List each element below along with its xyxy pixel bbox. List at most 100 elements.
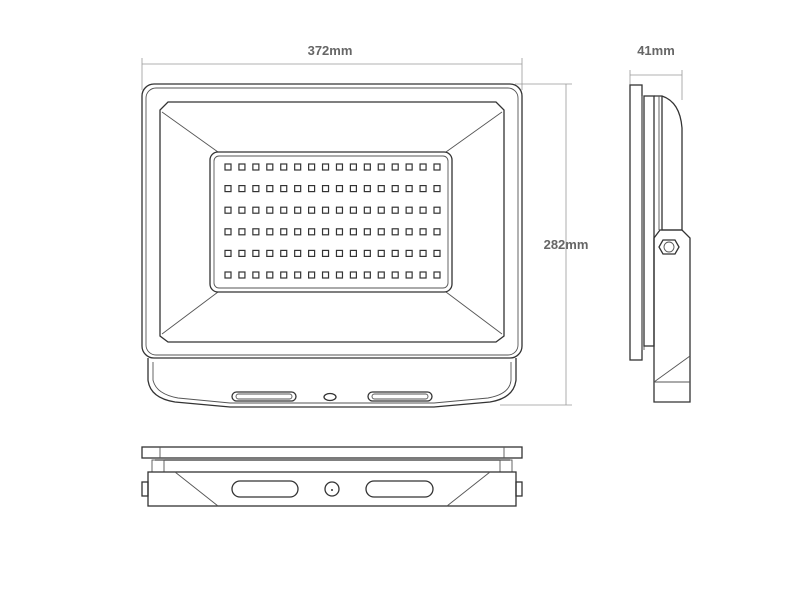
led-chip (349, 249, 357, 257)
led-chip (377, 163, 385, 171)
led-chip (419, 228, 427, 236)
vent-slot-right (365, 480, 434, 498)
led-chip (377, 249, 385, 257)
led-chip (405, 271, 413, 279)
led-chip (363, 271, 371, 279)
led-chip (377, 228, 385, 236)
led-chip (377, 185, 385, 193)
height-dimension: 282mm (500, 83, 589, 406)
led-chip (238, 163, 246, 171)
bracket-bolt-left (141, 481, 149, 497)
led-chip (419, 206, 427, 214)
led-chip (252, 228, 260, 236)
led-chip (433, 228, 441, 236)
led-chip (224, 249, 232, 257)
led-chip (349, 271, 357, 279)
bottom-view (141, 446, 523, 507)
led-chip (321, 163, 330, 171)
led-chip (433, 163, 441, 171)
led-chip (419, 163, 427, 171)
led-chip (266, 271, 274, 279)
led-chip (224, 185, 232, 193)
led-chip (349, 163, 357, 171)
led-chip (391, 271, 399, 279)
led-chip (433, 249, 441, 257)
led-array (224, 163, 441, 279)
led-chip (280, 185, 288, 193)
led-chip (294, 206, 302, 214)
led-chip (433, 271, 441, 279)
led-chip (308, 206, 316, 214)
led-chip (266, 228, 274, 236)
height-label: 282mm (544, 237, 589, 252)
led-chip (238, 206, 246, 214)
bracket-bolt-right (515, 481, 523, 497)
led-chip (266, 249, 274, 257)
led-chip (321, 249, 330, 257)
led-chip (280, 163, 288, 171)
led-chip (391, 185, 399, 193)
outer-frame (141, 83, 523, 359)
led-chip (405, 228, 413, 236)
led-chip (321, 206, 330, 214)
side-view (629, 84, 691, 403)
width-dimension: 372mm (141, 43, 523, 90)
led-chip (266, 206, 274, 214)
cable-gland (324, 481, 340, 497)
led-chip (433, 206, 441, 214)
led-chip (294, 185, 302, 193)
led-chip (335, 206, 344, 214)
led-chip (391, 163, 399, 171)
bottom-slots (231, 391, 433, 402)
led-chip (280, 206, 288, 214)
led-chip (308, 271, 316, 279)
led-chip (224, 163, 232, 171)
mounting-bracket (653, 229, 691, 403)
led-chip (252, 249, 260, 257)
led-chip (238, 271, 246, 279)
led-chip (363, 206, 371, 214)
bottom-housing (147, 358, 517, 408)
led-chip (308, 228, 316, 236)
led-chip (335, 228, 344, 236)
led-panel (209, 151, 453, 293)
led-chip (405, 249, 413, 257)
led-chip (224, 271, 232, 279)
led-chip (335, 249, 344, 257)
led-chip (280, 228, 288, 236)
led-chip (266, 185, 274, 193)
front-plate (629, 84, 643, 361)
reflector-bevel (159, 101, 505, 343)
led-chip (419, 249, 427, 257)
led-chip (419, 271, 427, 279)
depth-dimension: 41mm (629, 43, 683, 100)
led-chip (252, 185, 260, 193)
led-chip (349, 185, 357, 193)
led-chip (391, 249, 399, 257)
hex-bolt-icon (658, 239, 680, 255)
led-chip (321, 228, 330, 236)
led-chip (308, 249, 316, 257)
led-chip (419, 185, 427, 193)
led-chip (377, 271, 385, 279)
led-chip (335, 185, 344, 193)
led-chip (224, 228, 232, 236)
led-chip (321, 185, 330, 193)
led-chip (321, 271, 330, 279)
front-view (141, 83, 523, 408)
width-label: 372mm (308, 43, 353, 58)
led-chip (238, 249, 246, 257)
led-chip (294, 271, 302, 279)
led-chip (238, 185, 246, 193)
led-chip (280, 271, 288, 279)
led-chip (335, 271, 344, 279)
led-chip (363, 228, 371, 236)
led-chip (363, 249, 371, 257)
top-plate (141, 446, 523, 459)
led-chip (391, 206, 399, 214)
rear-housing (654, 95, 683, 231)
led-chip (335, 163, 344, 171)
led-chip (363, 185, 371, 193)
led-chip (308, 185, 316, 193)
